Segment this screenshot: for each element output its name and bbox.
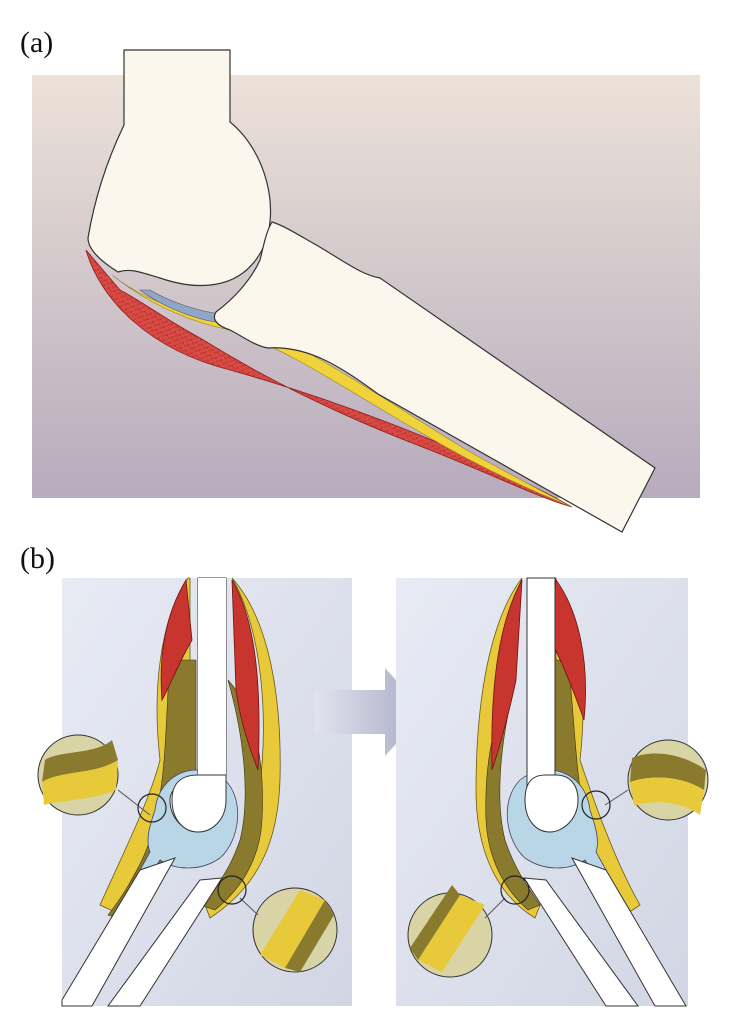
forearm-bone-2 [107,877,223,1007]
panel-b-right [396,577,709,1007]
r-right-muscle [549,578,586,721]
panel-a-label: (a) [20,26,54,59]
left-muscle [160,578,193,702]
r-left-muscle [491,579,523,771]
forearm-bone-1 [61,857,177,1007]
humerus-head [171,774,227,833]
panel-a [32,49,700,533]
right-muscle [231,579,260,771]
zoom-circle-left-bottom [217,875,338,973]
forearm-bone [213,221,656,533]
r-humerus-shaft [526,577,556,791]
r-forearm-bone-2 [523,877,639,1007]
panel-b-left [37,577,352,1007]
zoom-circle-right-bottom [407,875,530,978]
r-forearm-bone-1 [570,857,687,1007]
zoom-circle-right-top [581,739,709,821]
r-humerus-head [524,774,579,833]
humerus-shaft-fill [198,578,226,790]
zoom-circle-left-top [37,734,167,823]
humerus-bone [87,49,272,287]
panel-b-label: (b) [20,542,55,575]
right-outer-layer [204,577,281,919]
